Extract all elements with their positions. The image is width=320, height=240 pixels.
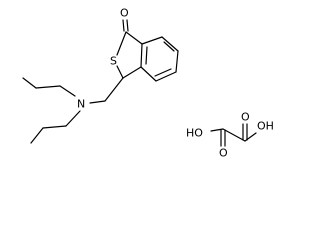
bond bbox=[22, 77, 37, 89]
bond bbox=[65, 110, 81, 127]
bond bbox=[122, 66, 142, 79]
aromatic-inner-bond bbox=[154, 68, 172, 77]
hydroxyl-left-label: HO bbox=[186, 127, 203, 140]
carbonyl-oxygen-label: O bbox=[120, 7, 129, 20]
bond bbox=[161, 36, 179, 52]
thiolactone-ring bbox=[116, 19, 143, 79]
oxalic-acid-molecule: HO OH O O bbox=[186, 111, 274, 160]
nitrogen-atom-label: N bbox=[77, 98, 85, 111]
propyl-chain-lower bbox=[30, 110, 81, 144]
bond bbox=[30, 127, 44, 144]
aminomethyl-chain bbox=[89, 77, 124, 104]
chemical-structure-diagram: O S N HO OH O O bbox=[22, 7, 274, 160]
bond bbox=[210, 128, 224, 132]
propyl-chain-upper bbox=[22, 77, 76, 97]
thiophthalide-amine-molecule: O S N bbox=[22, 7, 179, 144]
carbonyl-oxygen-label: O bbox=[241, 111, 250, 124]
aromatic-inner-bond bbox=[145, 46, 148, 65]
carbonyl-oxygen-label: O bbox=[219, 147, 228, 160]
bond bbox=[222, 128, 246, 142]
bond bbox=[140, 66, 157, 82]
sulfur-atom-label: S bbox=[110, 55, 117, 68]
bond bbox=[116, 31, 127, 56]
bond bbox=[116, 65, 124, 79]
bond bbox=[89, 100, 106, 104]
bond bbox=[59, 85, 76, 97]
bond bbox=[42, 125, 67, 129]
aromatic-inner-bond bbox=[163, 41, 175, 52]
bond bbox=[104, 77, 124, 102]
benzene-ring bbox=[140, 36, 179, 82]
bond bbox=[125, 31, 143, 45]
bond bbox=[175, 50, 179, 73]
bond bbox=[155, 71, 177, 82]
carbonyl-double-bond bbox=[126, 19, 129, 32]
carbonyl-double-bond bbox=[122, 19, 125, 32]
hydroxyl-right-label: OH bbox=[257, 120, 274, 133]
bond bbox=[35, 85, 61, 89]
bond bbox=[141, 36, 163, 45]
bond bbox=[140, 43, 143, 68]
